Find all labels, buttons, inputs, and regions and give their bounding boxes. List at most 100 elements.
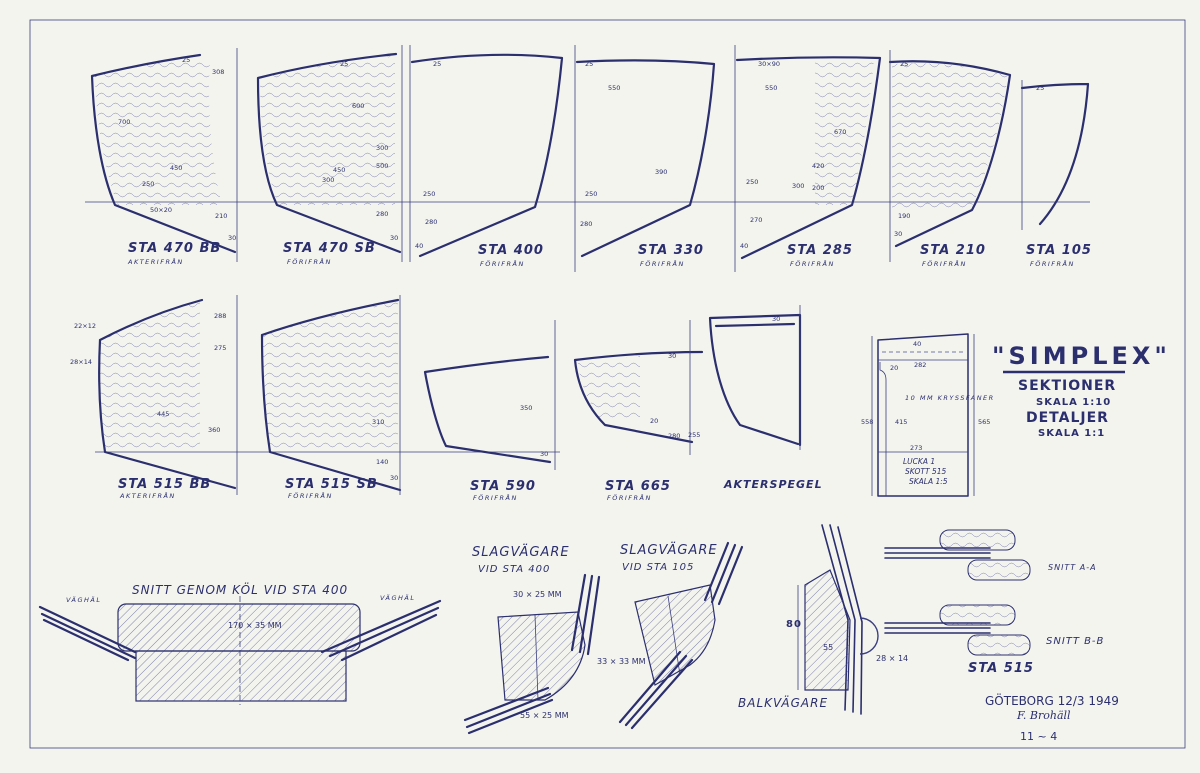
bulkhead-plywood bbox=[260, 56, 395, 205]
section-view: FÖRIFRÅN bbox=[607, 493, 652, 502]
plank-label: VÄGHÄL bbox=[66, 595, 101, 604]
dim: 25 bbox=[1036, 84, 1044, 92]
hull-outline bbox=[575, 59, 716, 258]
dim: 50×20 bbox=[150, 206, 172, 214]
dim: 40 bbox=[415, 242, 423, 250]
hull-sections bbox=[90, 45, 1090, 495]
bulkhead-plywood bbox=[578, 356, 640, 422]
hull-outline bbox=[98, 298, 237, 490]
dim: 30 bbox=[894, 230, 902, 238]
dim: 28 × 14 bbox=[876, 654, 908, 663]
hull-outline bbox=[260, 298, 402, 492]
section-label: STA 285 bbox=[787, 243, 853, 258]
section-label: STA 105 bbox=[1026, 243, 1092, 258]
dim: 255 bbox=[688, 431, 700, 439]
dim: 445 bbox=[157, 410, 169, 418]
dim: 30 bbox=[390, 474, 398, 482]
title-line: SKALA 1:1 bbox=[1038, 428, 1105, 439]
bottom-row-dimensions: 22×12 28×14 288 275 445 360 310 140 30 3… bbox=[70, 312, 780, 482]
dim: 25 bbox=[340, 60, 348, 68]
dim: 40 bbox=[913, 340, 921, 348]
hull-outline bbox=[708, 313, 802, 447]
title-line: SKALA 1:10 bbox=[1036, 397, 1111, 408]
footer-block: GÖTEBORG 12/3 1949 F. Brohäll 11 ~ 4 bbox=[985, 692, 1119, 743]
dim: 270 bbox=[750, 216, 762, 224]
section-label: STA 665 bbox=[605, 479, 671, 494]
signature: F. Brohäll bbox=[1016, 709, 1071, 722]
dim: 25 bbox=[433, 60, 441, 68]
section-view: FÖRIFRÅN bbox=[473, 493, 518, 502]
dim: 450 bbox=[333, 166, 345, 174]
section-view: FÖRIFRÅN bbox=[287, 257, 332, 266]
bulkhead-plywood bbox=[95, 57, 222, 205]
detail-title: BALKVÄGARE bbox=[738, 695, 828, 710]
dim: 250 bbox=[585, 190, 597, 198]
dim: 30 bbox=[228, 234, 236, 242]
drawing-title: "SIMPLEX" bbox=[992, 342, 1171, 370]
dim: 40 bbox=[740, 242, 748, 250]
dim: 280 bbox=[580, 220, 592, 228]
section-view: FÖRIFRÅN bbox=[790, 259, 835, 268]
hatch-caption: SKOTT 515 bbox=[905, 467, 946, 476]
section-view: AKTERIFRÅN bbox=[119, 491, 176, 500]
dim: 300 bbox=[376, 144, 388, 152]
bulkhead-plywood bbox=[99, 302, 200, 452]
title-line: SEKTIONER bbox=[1018, 378, 1116, 394]
sheet-border bbox=[29, 19, 1186, 749]
dim: 80 bbox=[786, 619, 802, 630]
section-label: STA 400 bbox=[478, 243, 544, 258]
slagvagare-400-detail: SLAGVÄGARE VID STA 400 30 × 25 MM 55 × 2… bbox=[463, 544, 646, 735]
dim: 22×12 bbox=[74, 322, 96, 330]
dim: 415 bbox=[895, 418, 907, 426]
detail-title: SNITT GENOM KÖL VID STA 400 bbox=[132, 581, 348, 597]
dim: 558 bbox=[861, 418, 873, 426]
dim: 390 bbox=[655, 168, 667, 176]
dim: 280 bbox=[376, 210, 388, 218]
bulkhead-plywood bbox=[262, 302, 398, 452]
station-label: STA 515 bbox=[968, 661, 1034, 676]
dim: 30 bbox=[668, 352, 676, 360]
section-view: FÖRIFRÅN bbox=[640, 259, 685, 268]
dim: 300 bbox=[792, 182, 804, 190]
place-date: GÖTEBORG 12/3 1949 bbox=[985, 692, 1119, 708]
section-view: FÖRIFRÅN bbox=[1030, 259, 1075, 268]
dim: 280 bbox=[668, 432, 680, 440]
dim: 30 bbox=[390, 234, 398, 242]
keel-size: 170 × 35 MM bbox=[228, 621, 282, 630]
dim: 30 bbox=[772, 315, 780, 323]
dim: 210 bbox=[215, 212, 227, 220]
hull-outline bbox=[735, 56, 882, 260]
snitt-label: SNITT A-A bbox=[1048, 563, 1097, 572]
dim: 55 × 25 MM bbox=[520, 711, 569, 720]
dim: 25 bbox=[900, 60, 908, 68]
section-view: FÖRIFRÅN bbox=[922, 259, 967, 268]
dim: 550 bbox=[608, 84, 620, 92]
dim: 140 bbox=[376, 458, 388, 466]
slagvagare-105-detail: SLAGVÄGARE VID STA 105 bbox=[618, 541, 744, 730]
section-view: AKTERIFRÅN bbox=[127, 257, 184, 266]
section-label: STA 515 SB bbox=[285, 477, 378, 492]
section-label: STA 330 bbox=[638, 243, 704, 258]
dim: 20 bbox=[650, 417, 658, 425]
dim: 33 × 33 MM bbox=[597, 657, 646, 666]
balkvagare-detail: 80 55 28 × 14 BALKVÄGARE bbox=[738, 524, 908, 715]
section-label: STA 515 BB bbox=[118, 477, 211, 492]
hatch-caption: LUCKA 1 bbox=[903, 457, 935, 466]
dim: 200 bbox=[812, 184, 824, 192]
dim: 600 bbox=[352, 102, 364, 110]
dim: 500 bbox=[376, 162, 388, 170]
bottom-row-labels: STA 515 BB AKTERIFRÅN STA 515 SB FÖRIFRÅ… bbox=[118, 477, 822, 502]
dim: 350 bbox=[520, 404, 532, 412]
title-line: DETALJER bbox=[1026, 410, 1109, 426]
hatch-detail: 40 282 20 415 558 565 273 10 MM KRYSSFAN… bbox=[861, 333, 993, 497]
dim: 30 bbox=[540, 450, 548, 458]
snitt-details: SNITT A-A SNITT B-B STA 515 bbox=[884, 529, 1103, 676]
section-view: FÖRIFRÅN bbox=[480, 259, 525, 268]
hull-outline bbox=[1020, 82, 1090, 226]
detail-title: SLAGVÄGARE bbox=[620, 542, 718, 558]
dim: 450 bbox=[170, 164, 182, 172]
hull-outline bbox=[888, 60, 1012, 248]
dim: 308 bbox=[212, 68, 224, 76]
dim: 55 bbox=[823, 643, 833, 652]
